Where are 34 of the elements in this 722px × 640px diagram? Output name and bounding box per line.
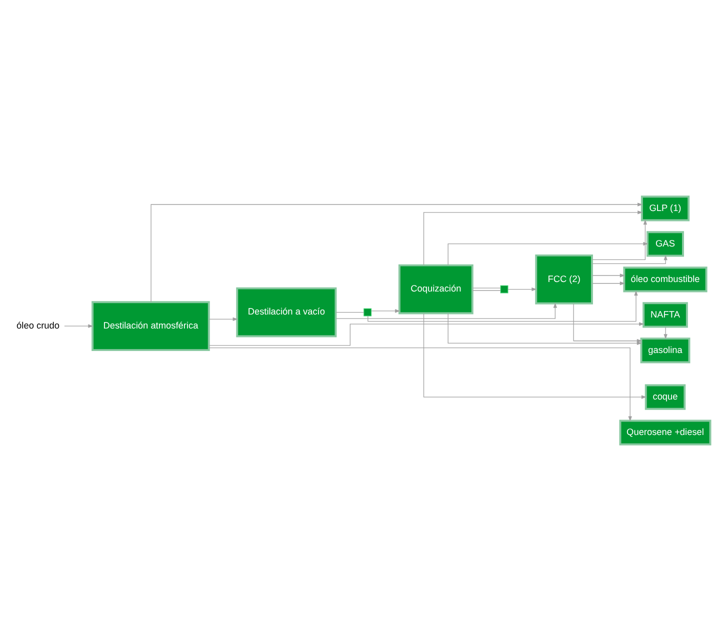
- node-box: FCC (2): [535, 254, 593, 304]
- node-box: [500, 284, 508, 293]
- node-box: Querosene +diesel: [619, 419, 712, 445]
- node-box: óleo combustible: [623, 266, 708, 292]
- arrow: [448, 312, 642, 345]
- arrow: [573, 302, 642, 342]
- arrow: [335, 302, 558, 318]
- node-box: [364, 308, 372, 316]
- arrow: [368, 290, 638, 322]
- connector: [472, 287, 501, 288]
- arrow: [208, 322, 644, 346]
- node-box: gasolina: [640, 337, 690, 363]
- arrow: [64, 324, 94, 328]
- arrow: [448, 241, 648, 266]
- node-text: óleo crudo: [16, 320, 60, 330]
- node-box: GAS: [646, 230, 684, 256]
- arrow: [592, 273, 626, 277]
- node-box: Destilación atmosférica: [92, 300, 210, 351]
- arrow: [508, 286, 537, 291]
- node-box: Destilación a vacío: [236, 286, 337, 337]
- arrow: [208, 316, 238, 321]
- node-box: coque: [644, 384, 686, 410]
- arrow: [423, 210, 643, 265]
- connector: [335, 311, 364, 312]
- arrow: [592, 218, 648, 260]
- node-box: Coquización: [398, 264, 474, 314]
- arrow: [370, 308, 400, 312]
- arrow: [592, 254, 668, 264]
- arrow: [150, 202, 643, 302]
- arrow: [592, 281, 626, 285]
- arrow: [208, 346, 632, 422]
- node-box: GLP (1): [640, 195, 690, 221]
- node-box: NAFTA: [642, 302, 688, 328]
- arrow: [423, 312, 647, 398]
